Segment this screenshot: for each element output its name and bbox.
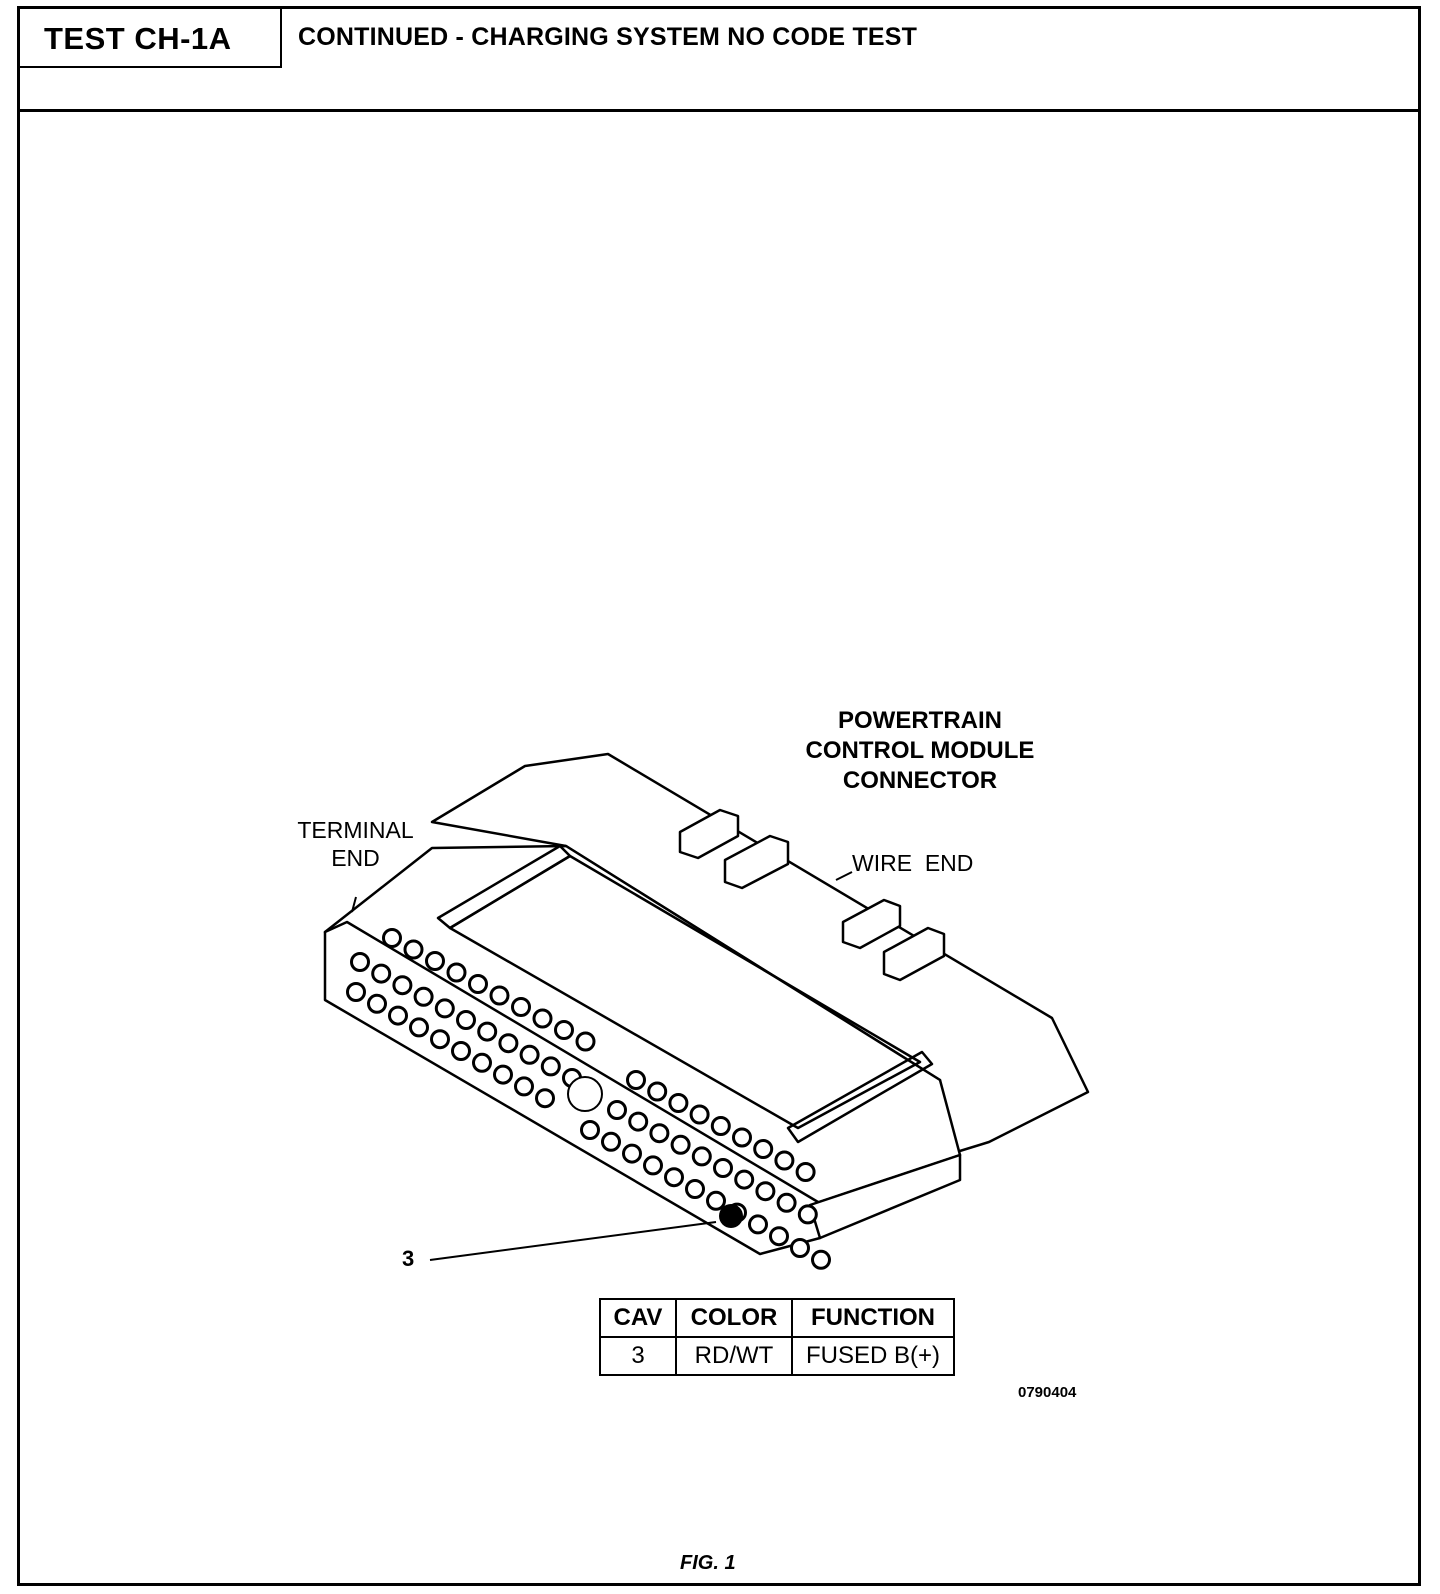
pin-cavity [409, 1017, 429, 1038]
pin-cavity [691, 1146, 712, 1167]
pin-cavity [622, 1143, 642, 1164]
pin-cavity [382, 928, 402, 948]
table-row: 3 RD/WT FUSED B(+) [599, 1336, 955, 1376]
pin-cavity [795, 1162, 816, 1182]
pin-cavity [350, 952, 370, 972]
pin-cavity [607, 1100, 627, 1120]
pin-cavity [626, 1070, 646, 1090]
header-color: COLOR [675, 1298, 793, 1338]
pin-cavity [753, 1139, 774, 1159]
pin-cavity [371, 963, 392, 984]
pin-cavity [535, 1088, 555, 1109]
table-header-row: CAV COLOR FUNCTION [599, 1298, 955, 1338]
pin-cavity [685, 1179, 705, 1199]
pin-cavity [776, 1192, 797, 1213]
pin-cavity [425, 951, 445, 971]
cavity-table: CAV COLOR FUNCTION 3 RD/WT FUSED B(+) [599, 1298, 955, 1376]
pin-cavity [790, 1238, 810, 1258]
pin-cavity [468, 974, 488, 994]
pin-cavity [643, 1155, 663, 1176]
pin-cavity [713, 1158, 733, 1178]
pin-cavity [434, 998, 455, 1019]
latch-tab-1 [678, 808, 740, 860]
pin-cavity [769, 1226, 789, 1247]
pin-cavity [493, 1064, 513, 1085]
pin-cavity [670, 1134, 691, 1155]
pin-cavity [477, 1021, 498, 1042]
pin-cavity [689, 1104, 710, 1125]
pcm-connector-label: POWERTRAIN CONTROL MODULE CONNECTOR [805, 707, 1035, 794]
pin-cavity [734, 1169, 755, 1190]
figure-caption: FIG. 1 [680, 1552, 736, 1574]
pin-cavity [575, 1031, 596, 1052]
pin-cavity [498, 1033, 519, 1054]
pin-cavity [413, 986, 434, 1007]
pin-cavity [392, 975, 413, 996]
inner-recess [448, 854, 922, 1130]
pin-cavity [649, 1123, 670, 1144]
pin-cavity [519, 1044, 540, 1065]
pin-cavity [367, 993, 387, 1014]
pin-cavity [755, 1181, 776, 1202]
pin-cavity [554, 1020, 574, 1040]
pin-cavity [451, 1041, 471, 1061]
pin-cavity [540, 1056, 561, 1077]
pin-cavity [388, 1005, 408, 1026]
terminal-end-leader [351, 896, 357, 913]
rail-bottom-right [786, 1050, 934, 1144]
callout-leader-line [429, 1221, 717, 1261]
pin-cavity [601, 1131, 621, 1152]
cavity-3-highlight [719, 1204, 743, 1228]
latch-tab-4 [882, 926, 946, 982]
cell-function: FUSED B(+) [791, 1336, 955, 1376]
cell-cav: 3 [599, 1336, 677, 1376]
pin-cavity [456, 1010, 476, 1030]
pin-cavity [346, 982, 366, 1002]
pin-cavity [797, 1204, 818, 1225]
pin-cavity [472, 1052, 492, 1073]
pin-cavity [774, 1150, 795, 1171]
pin-cavity [430, 1029, 450, 1050]
header-function: FUNCTION [791, 1298, 955, 1338]
cell-color: RD/WT [675, 1336, 793, 1376]
pin-cavity [532, 1008, 553, 1029]
latch-tab-3 [841, 898, 902, 950]
test-id: TEST CH-1A [44, 21, 232, 56]
pin-cavity [514, 1076, 534, 1097]
pin-cavity [446, 962, 467, 983]
pin-cavity [403, 939, 424, 960]
drawing-id: 0790404 [1018, 1384, 1077, 1401]
pin-cavity [628, 1111, 649, 1132]
header-bar: TEST CH-1A CONTINUED - CHARGING SYSTEM N… [20, 9, 1418, 112]
pin-cavity [732, 1127, 752, 1148]
callout-number: 3 [402, 1246, 415, 1271]
pin-cavity [710, 1116, 731, 1136]
header-cav: CAV [599, 1298, 677, 1338]
pin-cavity [668, 1093, 689, 1113]
center-key [567, 1076, 603, 1112]
pin-cavity [664, 1167, 684, 1188]
wire-end-leader [835, 871, 853, 881]
latch-tab-2 [723, 834, 790, 890]
terminal-end-label: TERMINAL END [297, 817, 414, 871]
pin-cavity [706, 1190, 726, 1211]
page-frame: TEST CH-1A CONTINUED - CHARGING SYSTEM N… [17, 6, 1421, 1586]
wire-end-label: WIRE END [852, 850, 974, 876]
pin-cavity [748, 1214, 768, 1235]
test-id-box: TEST CH-1A [20, 9, 282, 68]
test-title: CONTINUED - CHARGING SYSTEM NO CODE TEST [298, 23, 918, 51]
pin-cavity [489, 985, 510, 1006]
pin-cavity [511, 997, 531, 1017]
pin-cavity [580, 1120, 600, 1140]
pin-cavity [811, 1249, 831, 1270]
pin-cavity [647, 1081, 668, 1102]
